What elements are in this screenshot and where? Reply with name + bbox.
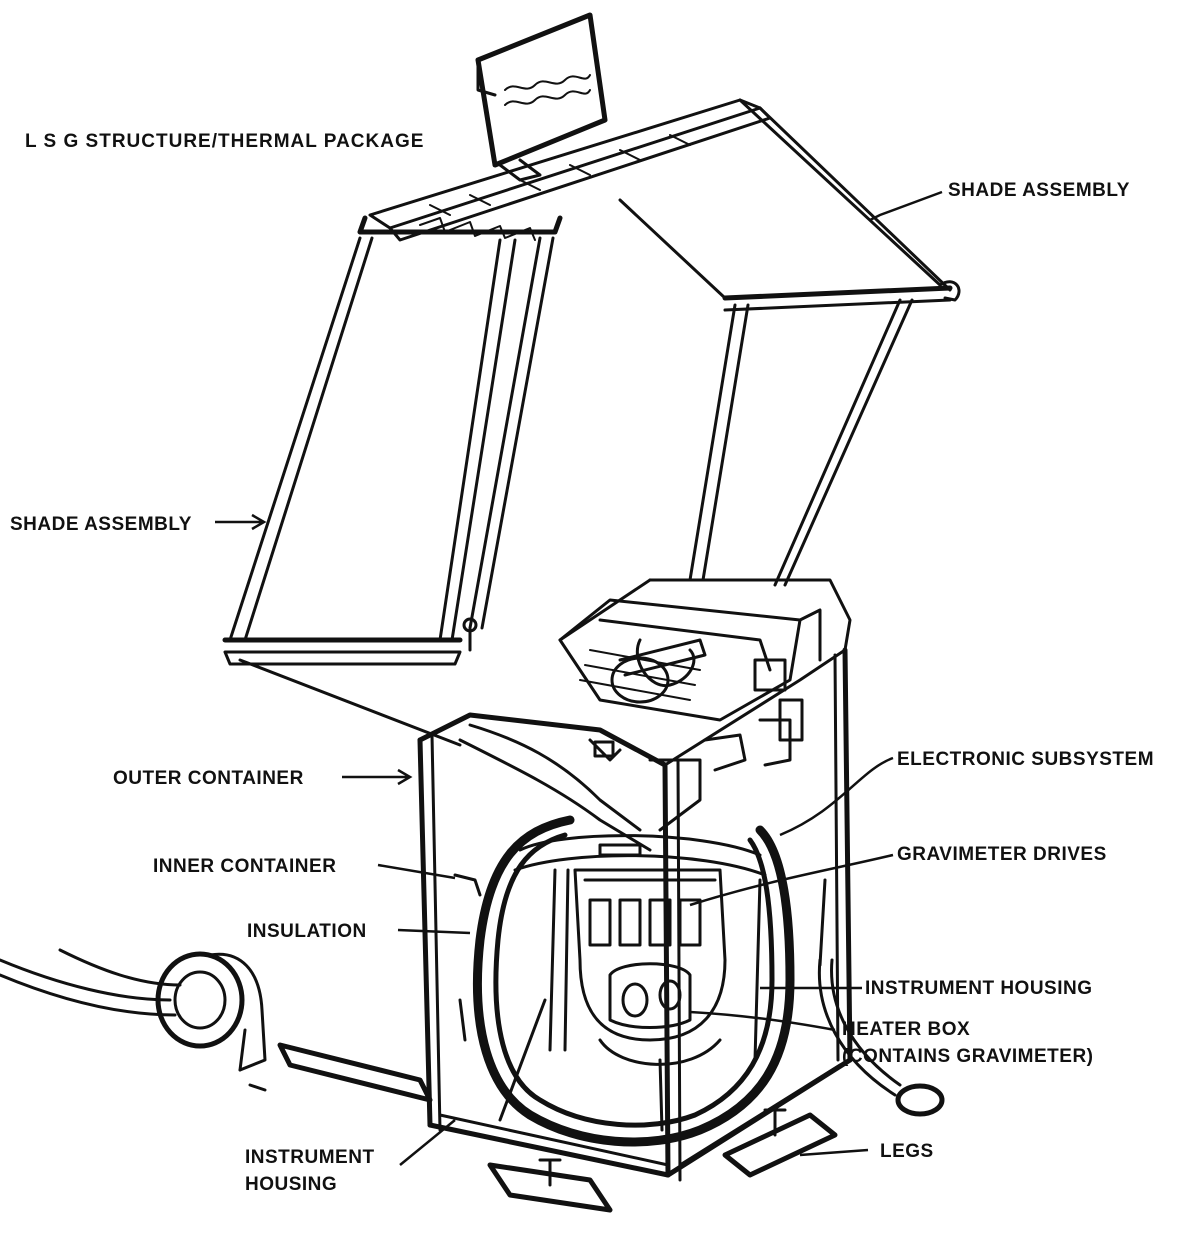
electronic-subsystem-drawing	[458, 598, 822, 852]
labels: L S G STRUCTURE/THERMAL PACKAGE SHADE AS…	[10, 131, 1154, 1195]
cable-and-legs-drawing	[0, 878, 945, 1213]
label-heater-box: HEATER BOX	[842, 1019, 970, 1040]
inner-container-drawing	[453, 815, 795, 1147]
label-gravimeter-drives: GRAVIMETER DRIVES	[897, 844, 1107, 865]
label-insulation: INSULATION	[247, 921, 367, 942]
label-instrument-housing-bottom-2: HOUSING	[245, 1174, 337, 1195]
label-outer-container: OUTER CONTAINER	[113, 768, 304, 789]
diagram-title: L S G STRUCTURE/THERMAL PACKAGE	[25, 131, 424, 152]
outer-container-drawing	[417, 578, 853, 1182]
label-instrument-housing-bottom-1: INSTRUMENT	[245, 1147, 375, 1168]
level-indicator-plate	[475, 12, 608, 182]
leader-lines	[215, 190, 943, 1166]
label-instrument-housing-right: INSTRUMENT HOUSING	[865, 978, 1093, 999]
label-heater-box-contents: (CONTAINS GRAVIMETER)	[842, 1046, 1094, 1067]
label-legs: LEGS	[880, 1141, 934, 1162]
shade-assembly-drawing	[222, 98, 961, 747]
label-electronic-subsystem: ELECTRONIC SUBSYSTEM	[897, 749, 1154, 770]
label-shade-assembly-left: SHADE ASSEMBLY	[10, 514, 192, 535]
label-shade-assembly-top: SHADE ASSEMBLY	[948, 180, 1130, 201]
label-inner-container: INNER CONTAINER	[153, 856, 336, 877]
